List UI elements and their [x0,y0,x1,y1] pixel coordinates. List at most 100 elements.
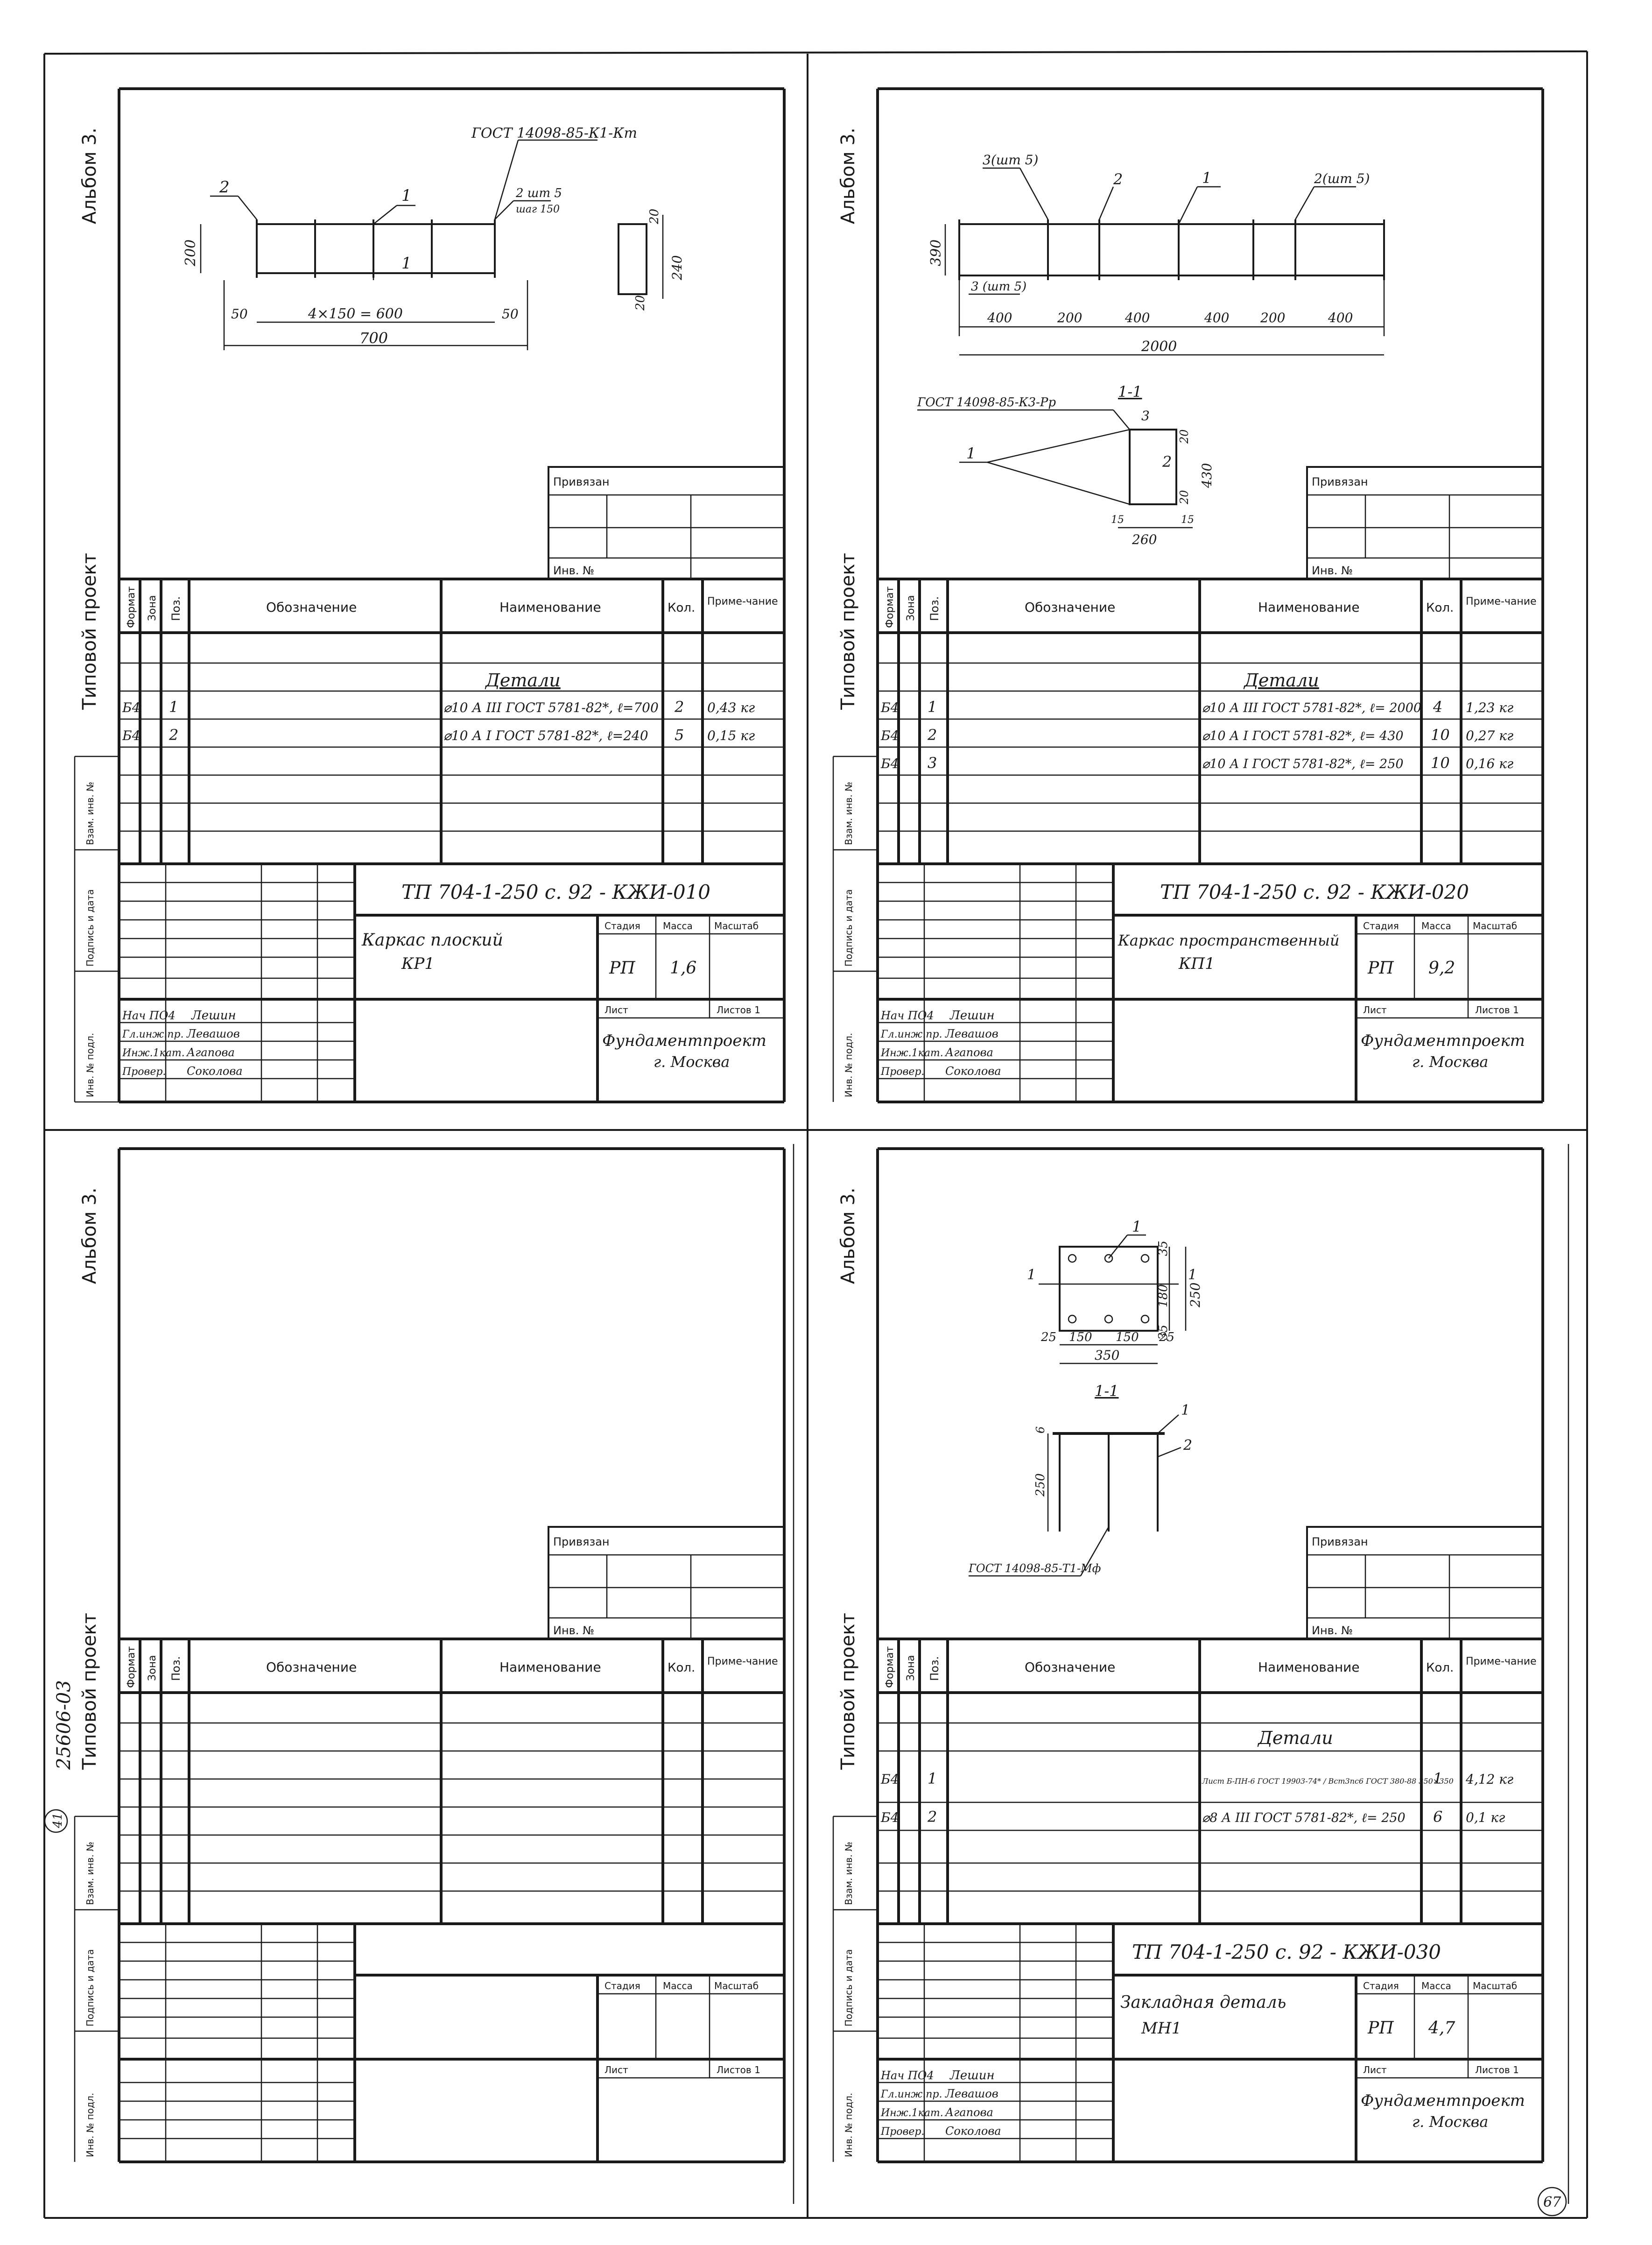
role-1: Нач ПО4 [880,1009,934,1022]
lbl-scale: Масштаб [714,920,759,932]
lbl-1: 1 [1202,169,1211,187]
project-label: Типовой проект [837,1613,859,1770]
lbl-3b: 3 (шт 5) [971,280,1026,294]
lbl-mass: Масса [1421,1980,1451,1991]
side-label-inv: Инв. № подл. [843,1033,854,1097]
cage-spatial-drawing: 390 3(шт 5) 2 1 2(шт 5) 3 (шт 5) 400 200… [917,152,1385,547]
row-1-qty: 1 [1433,1770,1442,1787]
role-4: Провер. [122,1066,166,1078]
section-title: Детали [1257,1728,1333,1748]
hdr-name: Наименование [1258,1659,1360,1675]
row-1-qty: 2 [674,698,684,716]
row-2-format: Б4 [880,728,899,743]
hdr-name: Наименование [499,1659,601,1675]
sheet-kzhi-010: Альбом 3. Типовой проект Взам. инв. № По… [74,87,786,1103]
role-4: Провер. [880,1066,924,1078]
cage-flat-drawing: ГОСТ 14098-85-К1-Кт 2 1 1 2 шт 5 шаг 150… [183,125,685,350]
section-title: Детали [1243,670,1319,691]
name-4: Соколова [945,2125,1001,2138]
hdr-zone: Зона [905,1655,917,1681]
project-label: Типовой проект [837,553,859,710]
hdr-pos: Поз. [169,1656,183,1681]
hdr-designation: Обозначение [266,600,357,615]
role-1: Нач ПО4 [880,2069,934,2082]
row-1-format: Б4 [880,700,899,715]
hdr-name: Наименование [1258,600,1360,615]
hdr-note: Приме-чание [707,596,778,607]
row-1-pos: 1 [169,698,178,716]
sec-dim-20a: 20 [647,209,661,225]
lbl-1b: 1 [1181,1402,1190,1419]
row-2-name: ⌀8 А III ГОСТ 5781-82*, ℓ= 250 [1202,1811,1406,1825]
bind-label: Привязан [553,475,610,488]
name-1: Лешин [949,1009,995,1023]
embedded-part-drawing: 1 1 1 35 180 35 250 25 150 150 25 350 1-… [968,1218,1203,1577]
lbl-sheet: Лист [1363,2064,1387,2076]
bind-block: Привязан Инв. № [1306,466,1544,580]
lbl-2: 2 [1113,170,1123,188]
sec-430: 430 [1199,463,1215,488]
page-number: 41 [51,1813,65,1828]
row-2-pos: 2 [169,726,178,744]
gost-callout: ГОСТ 14098-85-К3-Рр [917,395,1056,409]
spec-table: Формат Зона Поз. Обозначение Наименовани… [878,1638,1543,1924]
row-1-note: 0,43 кг [707,700,755,715]
row-2-note: 0,15 кг [707,728,755,743]
side-label-replace: Взам. инв. № [843,782,854,845]
hdr-format: Формат [126,586,137,628]
cut-left: 1 [1027,1267,1036,1283]
inv-label: Инв. № [553,564,594,577]
lbl-2b: 2(шт 5) [1314,171,1370,186]
spec-table: Формат Зона Поз. Обозначение Наименовани… [119,1638,784,1924]
dim-seg-1: 25 [1040,1330,1056,1344]
bind-label: Привязан [1312,1535,1368,1548]
row-1-name: Лист Б-ПН-6 ГОСТ 19903-74* / Вст3пс6 ГОС… [1202,1777,1454,1786]
bind-label: Привязан [1312,475,1368,488]
stage-value: РП [609,959,635,978]
hdr-qty: Кол. [668,1661,695,1675]
hdr-format: Формат [126,1646,137,1688]
row-2-pos: 2 [927,1808,937,1826]
sec-lbl-3: 3 [1141,408,1150,424]
role-1: Нач ПО4 [122,1009,176,1022]
role-3: Инж.1кат. [880,1047,943,1059]
dim-35b: 35 [1156,1325,1170,1340]
lbl-stage: Стадия [605,920,640,932]
doc-code: ТП 704-1-250 с. 92 - КЖИ-010 [401,881,710,904]
lbl-sheets: Листов 1 [1475,2064,1519,2076]
pos-label-1: 1 [401,186,412,205]
name-4: Соколова [945,1065,1001,1078]
hdr-zone: Зона [147,595,158,621]
lbl-mass: Масса [1421,920,1451,932]
project-label: Типовой проект [79,1613,100,1770]
org-name: Фундаментпроект [1361,2091,1525,2110]
title-block: ТП 704-1-250 с. 92 - КЖИ-020 Каркас прос… [878,862,1543,1102]
project-label: Типовой проект [79,553,100,710]
hdr-qty: Кол. [1426,601,1454,615]
dim-seg-2: 200 [1057,310,1082,325]
stage-value: РП [1367,2019,1394,2038]
gost-callout: ГОСТ 14098-85-Т1-Мф [968,1562,1101,1575]
doc-mark: КР1 [401,954,435,973]
name-4: Соколова [187,1065,243,1078]
mass-value: 1,6 [670,959,696,978]
row-2-pos: 2 [927,726,937,744]
cut-right: 1 [1188,1267,1197,1283]
hdr-zone: Зона [147,1655,158,1681]
hdr-zone: Зона [905,595,917,621]
doc-code: ТП 704-1-250 с. 92 - КЖИ-030 [1132,1941,1441,1963]
lbl-sheets: Листов 1 [717,2064,760,2076]
album-label: Альбом 3. [837,1187,859,1284]
row-1-note: 1,23 кг [1466,700,1513,715]
hdr-name: Наименование [499,600,601,615]
org-name: Фундаментпроект [1361,1031,1525,1050]
dim-50-left: 50 [231,306,248,322]
title-block: Стадия Масса Масштаб Лист Листов 1 [119,1922,784,2162]
section-title: 1-1 [1118,383,1142,401]
dim-total: 700 [359,329,388,347]
side-label-sign: Подпись и дата [843,1949,854,2026]
sec-dim-240: 240 [669,255,685,281]
row-3-name: ⌀10 А I ГОСТ 5781-82*, ℓ= 250 [1202,757,1404,771]
dim-390: 390 [928,240,944,266]
mass-value: 4,7 [1428,2019,1455,2038]
